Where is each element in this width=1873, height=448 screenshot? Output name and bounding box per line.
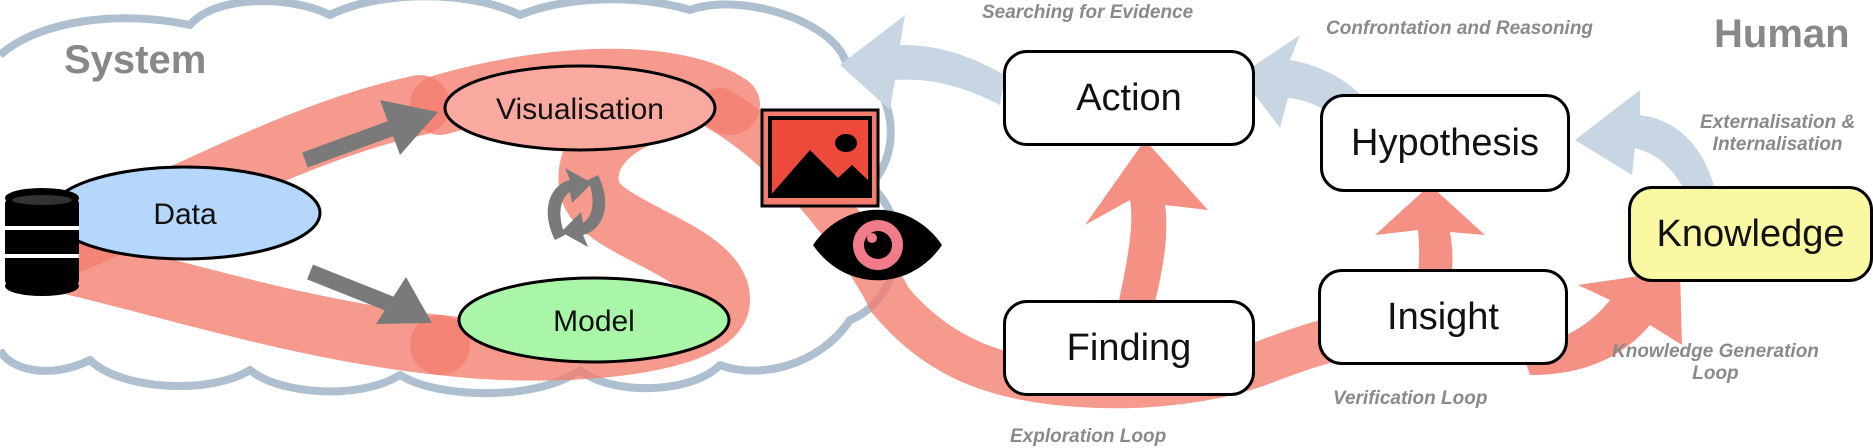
visualisation-label: Visualisation (496, 93, 664, 126)
knowledge-generation-label-line2: Loop (1692, 363, 1739, 384)
knowledge-node: Knowledge (1628, 186, 1873, 282)
gray-arrow-to-visualisation (302, 100, 438, 168)
externalisation-internalisation-label: Externalisation & Internalisation (1700, 112, 1855, 156)
knowledge-generation-label-line1: Knowledge Generation (1612, 341, 1819, 362)
knowledge-generation-loop-label: Knowledge Generation Loop (1612, 341, 1819, 385)
hypothesis-node: Hypothesis (1320, 94, 1570, 192)
model-ellipse (457, 276, 731, 364)
insight-node: Insight (1318, 269, 1568, 365)
eye-icon (813, 209, 942, 281)
verification-loop-label: Verification Loop (1333, 388, 1488, 409)
system-region-label: System (64, 38, 207, 82)
model-label: Model (553, 305, 635, 338)
action-node: Action (1003, 50, 1255, 146)
refresh-cycle-icon (547, 168, 606, 247)
data-label: Data (153, 198, 217, 231)
finding-node: Finding (1003, 300, 1255, 396)
searching-evidence-label: Searching for Evidence (982, 2, 1194, 23)
gray-arrow-to-model (307, 264, 432, 324)
externalisation-label-line1: Externalisation & (1700, 112, 1856, 133)
database-icon (5, 188, 79, 296)
verification-loop-arrow (1375, 185, 1485, 300)
human-region-label: Human (1714, 12, 1850, 56)
searching-evidence-arrow (840, 15, 1005, 110)
exploration-loop-arrow (1085, 140, 1208, 320)
confrontation-reasoning-label: Confrontation and Reasoning (1326, 18, 1594, 39)
visualisation-ellipse (443, 64, 717, 152)
image-icon (760, 108, 880, 208)
exploration-loop-label: Exploration Loop (1010, 426, 1167, 447)
externalisation-arrow (1575, 90, 1715, 200)
externalisation-label-line2: Internalisation (1712, 134, 1843, 155)
